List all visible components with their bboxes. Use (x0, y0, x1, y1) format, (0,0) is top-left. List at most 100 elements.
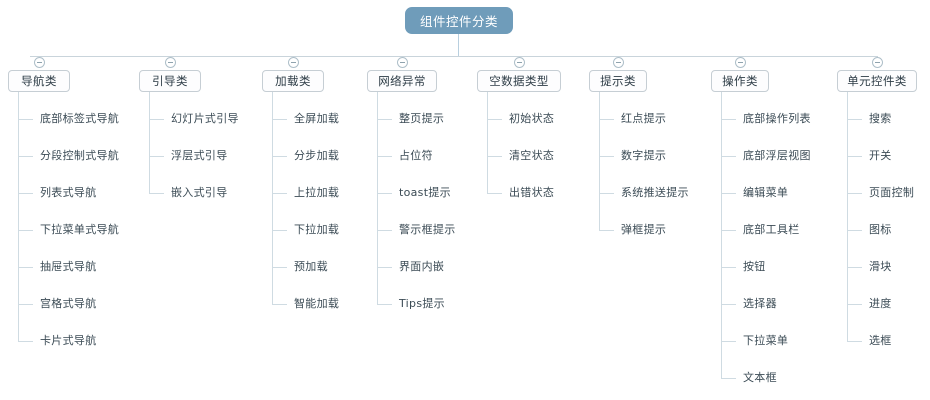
leaf-node[interactable]: 幻灯片式引导 (149, 112, 239, 126)
minus-circle-icon[interactable] (396, 57, 408, 68)
leaf-connector (377, 303, 392, 305)
leaf-node[interactable]: 下拉菜单 (721, 334, 788, 348)
leaf-node[interactable]: 底部操作列表 (721, 112, 811, 126)
leaf-node[interactable]: Tips提示 (377, 297, 445, 311)
leaf-node[interactable]: 界面内嵌 (377, 260, 444, 274)
leaf-connector (377, 155, 392, 157)
category-node-4[interactable]: 空数据类型 (477, 70, 561, 92)
leaf-node[interactable]: 嵌入式引导 (149, 186, 228, 200)
child-spine-3 (377, 92, 378, 304)
minus-circle-icon[interactable] (871, 57, 883, 68)
leaf-node[interactable]: 卡片式导航 (18, 334, 97, 348)
category-node-6[interactable]: 操作类 (711, 70, 769, 92)
leaf-node-label: 分步加载 (294, 149, 340, 162)
leaf-node[interactable]: toast提示 (377, 186, 451, 200)
minus-circle-icon[interactable] (513, 57, 525, 68)
leaf-node[interactable]: 全屏加载 (272, 112, 339, 126)
category-node-label: 单元控件类 (847, 74, 907, 88)
leaf-node[interactable]: 底部标签式导航 (18, 112, 119, 126)
leaf-node[interactable]: 宫格式导航 (18, 297, 97, 311)
leaf-connector (487, 155, 502, 157)
leaf-connector (847, 192, 862, 194)
leaf-connector (377, 118, 392, 120)
leaf-node[interactable]: 页面控制 (847, 186, 914, 200)
leaf-connector (721, 377, 736, 379)
category-node-0[interactable]: 导航类 (8, 70, 70, 92)
category-node-2[interactable]: 加载类 (262, 70, 324, 92)
category-node-7[interactable]: 单元控件类 (837, 70, 917, 92)
leaf-connector (721, 229, 736, 231)
leaf-node-label: 搜索 (869, 112, 892, 125)
leaf-node[interactable]: 出错状态 (487, 186, 554, 200)
leaf-node[interactable]: 下拉菜单式导航 (18, 223, 119, 237)
child-spine-4 (487, 92, 488, 193)
leaf-node[interactable]: 分步加载 (272, 149, 339, 163)
leaf-node[interactable]: 选择器 (721, 297, 777, 311)
leaf-node[interactable]: 底部工具栏 (721, 223, 800, 237)
leaf-node[interactable]: 弹框提示 (599, 223, 666, 237)
leaf-node[interactable]: 文本框 (721, 371, 777, 385)
leaf-connector (18, 192, 33, 194)
leaf-node[interactable]: 开关 (847, 149, 892, 163)
leaf-node[interactable]: 系统推送提示 (599, 186, 689, 200)
leaf-node[interactable]: 图标 (847, 223, 892, 237)
leaf-node-label: 智能加载 (294, 297, 340, 310)
leaf-node[interactable]: 红点提示 (599, 112, 666, 126)
minus-circle-icon[interactable] (287, 57, 299, 68)
category-node-label: 引导类 (152, 74, 188, 88)
leaf-node[interactable]: 预加载 (272, 260, 328, 274)
category-node-3[interactable]: 网络异常 (367, 70, 437, 92)
leaf-node-label: 选择器 (743, 297, 777, 310)
leaf-node-label: 文本框 (743, 371, 777, 384)
leaf-node[interactable]: 搜索 (847, 112, 892, 126)
leaf-node[interactable]: 智能加载 (272, 297, 339, 311)
leaf-node-label: 底部工具栏 (743, 223, 800, 236)
leaf-node[interactable]: 编辑菜单 (721, 186, 788, 200)
leaf-node-label: 嵌入式引导 (171, 186, 228, 199)
leaf-node-label: 滑块 (869, 260, 892, 273)
minus-circle-icon[interactable] (734, 57, 746, 68)
leaf-node-label: 清空状态 (509, 149, 555, 162)
leaf-node[interactable]: 滑块 (847, 260, 892, 274)
leaf-node[interactable]: 占位符 (377, 149, 433, 163)
leaf-node[interactable]: 分段控制式导航 (18, 149, 119, 163)
leaf-node[interactable]: 上拉加载 (272, 186, 339, 200)
category-node-1[interactable]: 引导类 (139, 70, 201, 92)
leaf-node[interactable]: 初始状态 (487, 112, 554, 126)
leaf-node[interactable]: 选框 (847, 334, 892, 348)
leaf-node[interactable]: 抽屉式导航 (18, 260, 97, 274)
leaf-node-label: 底部浮层视图 (743, 149, 811, 162)
leaf-connector (18, 303, 33, 305)
leaf-node-label: 分段控制式导航 (40, 149, 120, 162)
minus-circle-icon[interactable] (164, 57, 176, 68)
leaf-connector (272, 303, 287, 305)
leaf-node-label: 幻灯片式引导 (171, 112, 239, 125)
root-node[interactable]: 组件控件分类 (405, 7, 513, 34)
leaf-node[interactable]: 按钮 (721, 260, 766, 274)
leaf-node[interactable]: 浮层式引导 (149, 149, 228, 163)
child-spine-0 (18, 92, 19, 341)
leaf-node[interactable]: 数字提示 (599, 149, 666, 163)
leaf-node[interactable]: 列表式导航 (18, 186, 97, 200)
minus-circle-icon[interactable] (612, 57, 624, 68)
leaf-connector (599, 155, 614, 157)
leaf-node-label: 编辑菜单 (743, 186, 789, 199)
leaf-node[interactable]: 清空状态 (487, 149, 554, 163)
category-node-5[interactable]: 提示类 (589, 70, 647, 92)
category-node-label: 提示类 (600, 74, 636, 88)
leaf-connector (272, 229, 287, 231)
leaf-node-label: 下拉菜单 (743, 334, 789, 347)
minus-circle-icon[interactable] (33, 57, 45, 68)
leaf-connector (721, 303, 736, 305)
leaf-node[interactable]: 整页提示 (377, 112, 444, 126)
leaf-node-label: 占位符 (399, 149, 433, 162)
leaf-node[interactable]: 进度 (847, 297, 892, 311)
leaf-node[interactable]: 底部浮层视图 (721, 149, 811, 163)
leaf-node[interactable]: 警示框提示 (377, 223, 456, 237)
leaf-connector (272, 192, 287, 194)
leaf-node-label: 整页提示 (399, 112, 445, 125)
leaf-connector (272, 155, 287, 157)
leaf-node-label: 浮层式引导 (171, 149, 228, 162)
leaf-node[interactable]: 下拉加载 (272, 223, 339, 237)
leaf-node-label: 选框 (869, 334, 892, 347)
